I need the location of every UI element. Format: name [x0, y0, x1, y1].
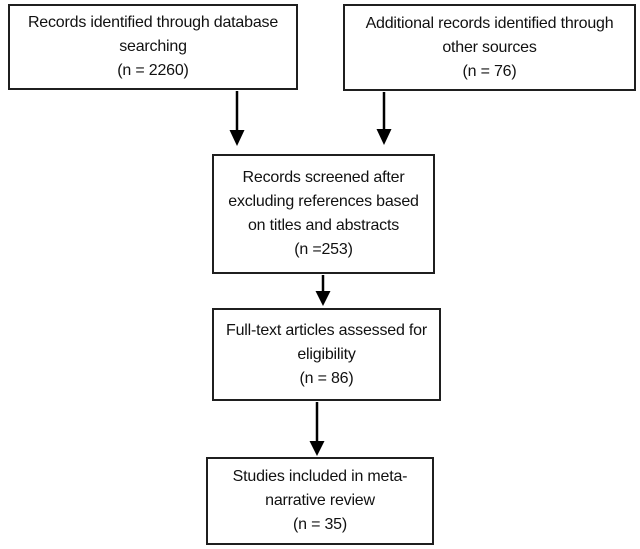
arrow-head	[309, 441, 325, 456]
box-text-line: Additional records identified through	[365, 14, 614, 32]
box-additional-records-other-sources: Additional records identified through ot…	[343, 4, 636, 91]
arrow-screened-to-fulltext-icon	[315, 275, 331, 306]
box-text-line: Records screened after	[242, 169, 405, 186]
box-text-line: excluding references based	[228, 193, 419, 210]
box-text-line: Studies included in meta-	[232, 468, 408, 485]
box-records-identified-database: Records identified through database sear…	[8, 4, 298, 90]
box-full-text-assessed: Full-text articles assessed for eligibil…	[212, 308, 441, 401]
box-n-count: (n = 76)	[462, 62, 517, 80]
arrow-fulltext-to-included-icon	[309, 402, 325, 456]
box-text-line: Full-text articles assessed for	[226, 321, 427, 339]
box-text-line: eligibility	[297, 345, 356, 363]
box-records-screened: Records screened after excluding referen…	[212, 154, 435, 274]
arrow-head	[376, 129, 392, 145]
box-n-count: (n = 35)	[293, 516, 347, 533]
box-text-line: searching	[119, 38, 187, 55]
arrow-head	[229, 130, 245, 146]
arrow-other-sources-to-screened-icon	[376, 92, 392, 145]
box-n-count: (n = 86)	[299, 369, 354, 387]
box-text-line: other sources	[442, 38, 537, 56]
arrow-database-to-screened-icon	[229, 91, 245, 146]
box-text-line: narrative review	[265, 492, 375, 509]
box-n-count: (n =253)	[294, 241, 353, 258]
box-text-line: Records identified through database	[27, 14, 279, 31]
box-studies-included: Studies included in meta- narrative revi…	[206, 457, 434, 545]
arrow-head	[315, 291, 331, 306]
box-text-line: on titles and abstracts	[247, 217, 400, 234]
box-n-count: (n = 2260)	[117, 62, 189, 79]
